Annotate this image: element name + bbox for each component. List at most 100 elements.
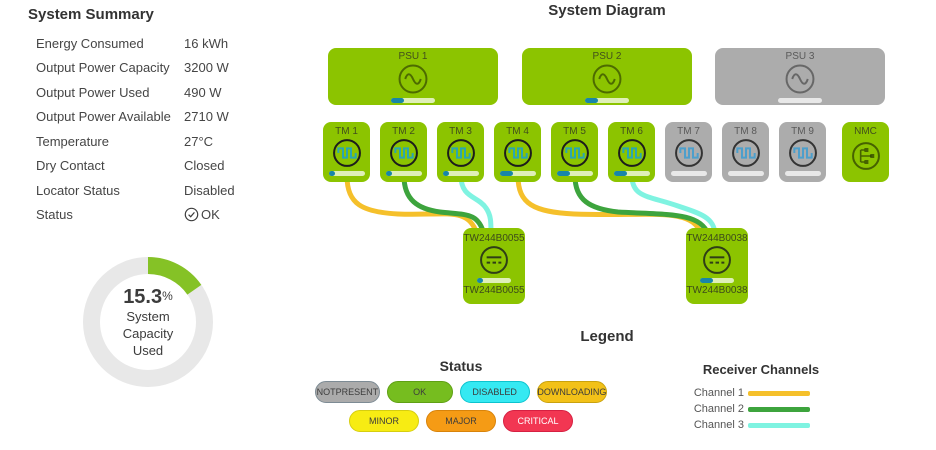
- tm-4-block[interactable]: TM 4: [494, 122, 541, 182]
- psu-progress-bar: [391, 98, 435, 103]
- channel-legend-row: Channel 2: [686, 401, 836, 417]
- gauge-percent: 15.3%: [123, 286, 173, 308]
- wire-channel3: [458, 173, 494, 237]
- wire-channel3: [629, 173, 718, 237]
- summary-row-status: Status OK: [28, 203, 300, 228]
- status-pill-downloading: DOWNLOADING: [536, 381, 607, 403]
- tm-5-block[interactable]: TM 5: [551, 122, 598, 182]
- status-pill-minor: MINOR: [349, 410, 419, 432]
- receiver-progress-bar: [477, 278, 511, 283]
- tm-7-block[interactable]: TM 7: [665, 122, 712, 182]
- tm-progress-bar: [442, 171, 479, 176]
- psu-progress-bar: [585, 98, 629, 103]
- square-wave-icon: [731, 139, 760, 167]
- summary-rows: Energy Consumed 16 kWh Output Power Capa…: [28, 31, 300, 227]
- channel-label: Channel 3: [693, 419, 744, 431]
- system-capacity-gauge: 15.3% System Capacity Used: [76, 250, 220, 394]
- summary-row: Output Power Used 490 W: [28, 80, 300, 105]
- tm-progress-bar: [613, 171, 650, 176]
- row-value: 2710 W: [184, 109, 229, 125]
- receiver-label-top: TW244B0038: [686, 233, 748, 244]
- dc-receiver-icon: [480, 246, 508, 274]
- tm-8-block[interactable]: TM 8: [722, 122, 769, 182]
- tm-label: TM 2: [392, 126, 415, 137]
- square-wave-icon: [332, 139, 361, 167]
- tm-1-block[interactable]: TM 1: [323, 122, 370, 182]
- tm-3-block[interactable]: TM 3: [437, 122, 484, 182]
- gauge-caption-line: Used: [132, 343, 164, 358]
- receiver-label-bottom: TW244B0038: [686, 285, 748, 296]
- tm-progress-bar: [385, 171, 422, 176]
- row-label: Locator Status: [36, 182, 120, 198]
- square-wave-icon: [446, 139, 475, 167]
- square-wave-icon: [674, 139, 703, 167]
- summary-row: Temperature 27°C: [28, 129, 300, 154]
- square-wave-icon: [503, 139, 532, 167]
- tm-label: TM 7: [677, 126, 700, 137]
- psu-1-block[interactable]: PSU 1: [328, 48, 498, 105]
- tm-progress-bar: [670, 171, 707, 176]
- system-summary-title: System Summary: [28, 6, 154, 23]
- status-legend-title: Status: [439, 358, 483, 374]
- dc-receiver-icon: [703, 246, 731, 274]
- row-label: Energy Consumed: [36, 35, 144, 51]
- nmc-block[interactable]: NMC: [842, 122, 889, 182]
- nmc-label: NMC: [854, 126, 877, 137]
- square-wave-icon: [617, 139, 646, 167]
- check-circle-icon: [184, 207, 199, 222]
- square-wave-icon: [788, 139, 817, 167]
- tm-9-block[interactable]: TM 9: [779, 122, 826, 182]
- row-label: Temperature: [36, 133, 109, 149]
- status-text: OK: [201, 207, 220, 223]
- status-pill-notpresent: NOTPRESENT: [315, 381, 380, 403]
- row-value: Disabled: [184, 182, 235, 198]
- row-value: 27°C: [184, 133, 214, 149]
- square-wave-icon: [389, 139, 418, 167]
- summary-row: Output Power Capacity 3200 W: [28, 56, 300, 81]
- psu-label: PSU 2: [592, 51, 622, 62]
- donut-chart: [83, 257, 213, 387]
- tm-progress-bar: [499, 171, 536, 176]
- system-diagram-title: System Diagram: [548, 2, 666, 19]
- summary-row: Dry Contact Closed: [28, 154, 300, 179]
- status-pill-critical: CRITICAL: [503, 410, 573, 432]
- row-value: 16 kWh: [184, 35, 229, 51]
- tm-label: TM 4: [506, 126, 529, 137]
- wire-channel1: [344, 173, 480, 237]
- receiver-tw244b0038-block[interactable]: TW244B0038 TW244B0038: [686, 228, 748, 304]
- tm-2-block[interactable]: TM 2: [380, 122, 427, 182]
- row-label: Output Power Used: [36, 84, 150, 100]
- psu-label: PSU 3: [785, 51, 815, 62]
- tm-label: TM 6: [620, 126, 643, 137]
- receiver-channels-title: Receiver Channels: [702, 362, 820, 377]
- receiver-channels-legend: Receiver Channels Channel 1 Channel 2 Ch…: [686, 362, 836, 433]
- gauge-caption-line: System: [126, 309, 170, 324]
- status-legend: Status NOTPRESENT OK DISABLED DOWNLOADIN…: [315, 358, 607, 439]
- tm-progress-bar: [328, 171, 365, 176]
- status-pill-row: NOTPRESENT OK DISABLED DOWNLOADING: [315, 381, 607, 403]
- receiver-progress-bar: [700, 278, 734, 283]
- channel3-color-swatch: [748, 422, 810, 428]
- ac-sine-icon: [398, 64, 428, 94]
- status-pill-ok: OK: [386, 381, 453, 403]
- gauge-text: 15.3% System Capacity Used: [76, 250, 220, 394]
- row-label: Status: [36, 207, 73, 223]
- tm-label: TM 5: [563, 126, 586, 137]
- square-wave-icon: [560, 139, 589, 167]
- tm-6-block[interactable]: TM 6: [608, 122, 655, 182]
- receiver-label-bottom: TW244B0055: [463, 285, 525, 296]
- psu-2-block[interactable]: PSU 2: [522, 48, 692, 105]
- summary-row: Output Power Available 2710 W: [28, 105, 300, 130]
- status-value: OK: [184, 207, 300, 222]
- psu-3-block[interactable]: PSU 3: [715, 48, 885, 105]
- psu-progress-bar: [778, 98, 822, 103]
- wire-channel2: [572, 173, 711, 237]
- tm-progress-bar: [727, 171, 764, 176]
- row-label: Output Power Capacity: [36, 60, 170, 76]
- ac-sine-icon: [592, 64, 622, 94]
- channel1-color-swatch: [748, 390, 810, 396]
- row-label: Dry Contact: [36, 158, 105, 174]
- receiver-tw244b0055-block[interactable]: TW244B0055 TW244B0055: [463, 228, 525, 304]
- tm-label: TM 1: [335, 126, 358, 137]
